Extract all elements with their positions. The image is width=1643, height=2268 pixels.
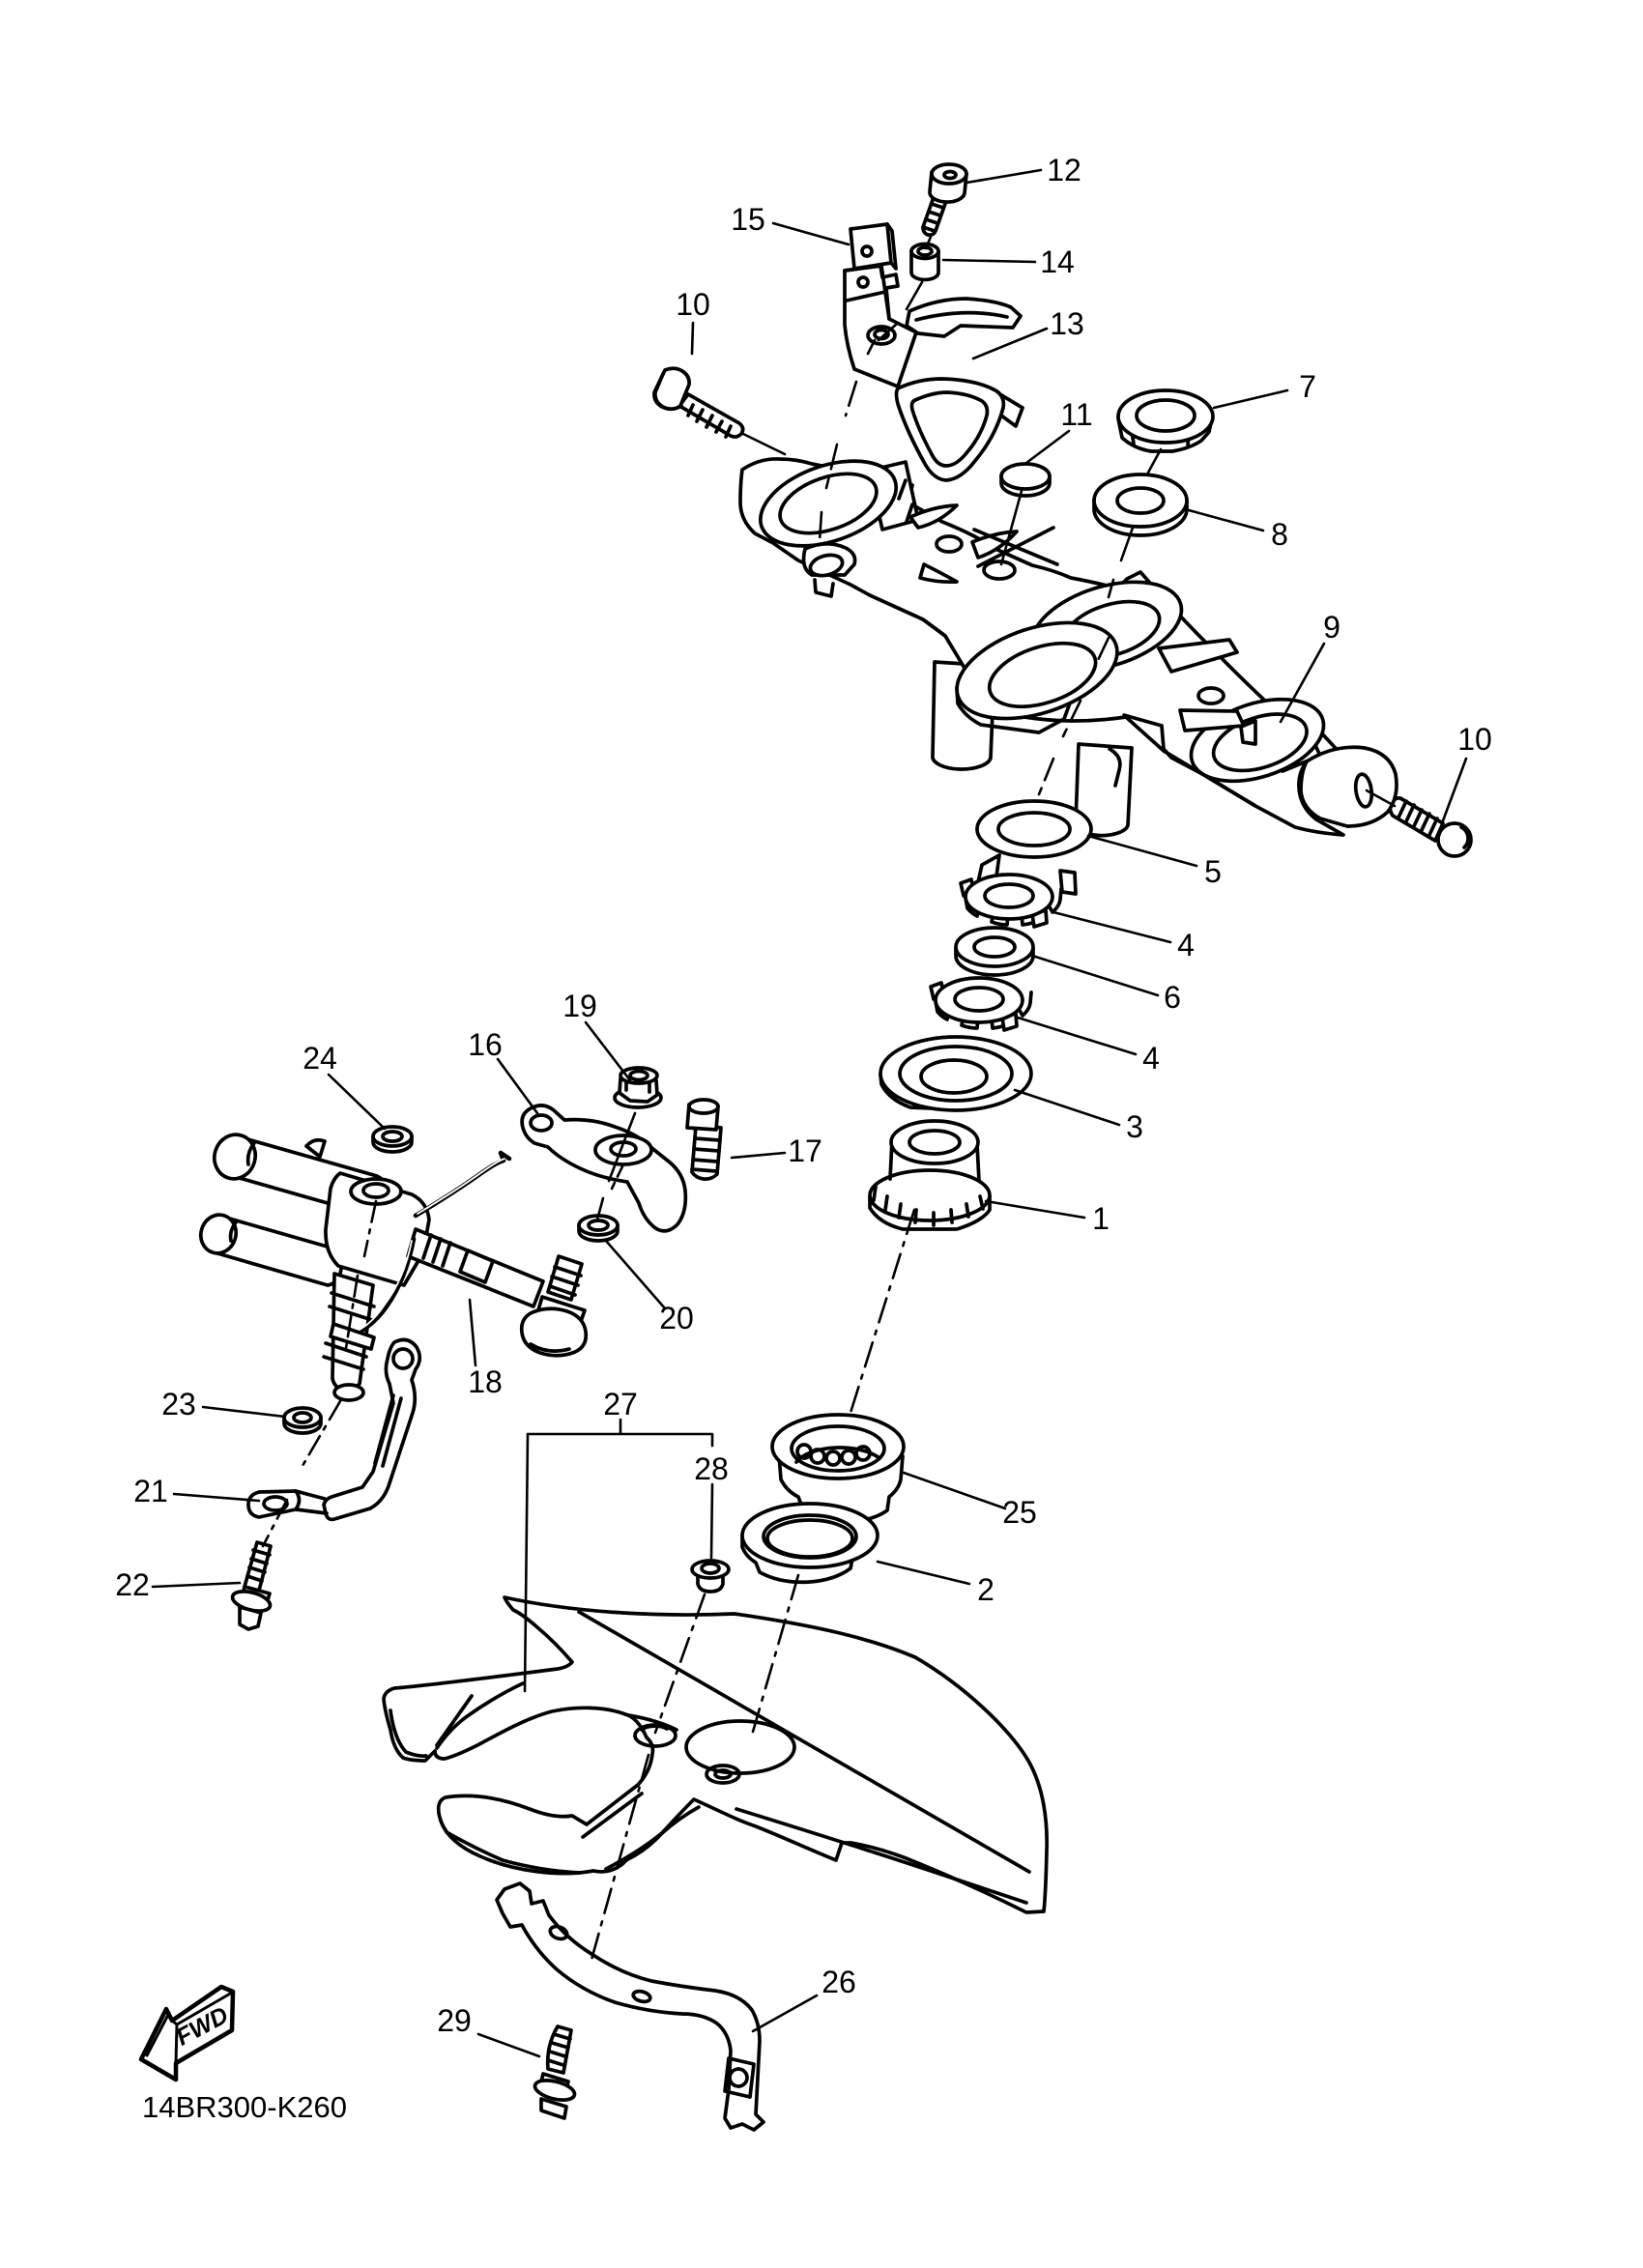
svg-text:5: 5 bbox=[1204, 854, 1222, 889]
svg-text:10: 10 bbox=[676, 287, 710, 322]
svg-text:11: 11 bbox=[1060, 397, 1092, 432]
svg-text:28: 28 bbox=[694, 1451, 729, 1486]
svg-text:4: 4 bbox=[1177, 928, 1195, 962]
svg-text:2: 2 bbox=[977, 1572, 994, 1607]
svg-text:1: 1 bbox=[1092, 1201, 1110, 1236]
svg-text:25: 25 bbox=[1002, 1495, 1037, 1530]
svg-text:27: 27 bbox=[603, 1387, 638, 1421]
svg-text:16: 16 bbox=[468, 1027, 503, 1062]
svg-text:18: 18 bbox=[468, 1364, 503, 1399]
svg-text:10: 10 bbox=[1457, 722, 1492, 757]
svg-text:9: 9 bbox=[1323, 610, 1340, 645]
svg-text:22: 22 bbox=[115, 1567, 150, 1602]
svg-text:24: 24 bbox=[303, 1041, 337, 1076]
svg-text:7: 7 bbox=[1299, 369, 1316, 404]
svg-text:23: 23 bbox=[161, 1387, 196, 1421]
svg-text:13: 13 bbox=[1050, 306, 1084, 341]
svg-text:29: 29 bbox=[437, 2003, 472, 2038]
svg-text:17: 17 bbox=[788, 1134, 822, 1168]
svg-text:26: 26 bbox=[822, 1965, 856, 1999]
svg-text:21: 21 bbox=[133, 1474, 168, 1508]
svg-text:19: 19 bbox=[562, 989, 597, 1023]
svg-text:8: 8 bbox=[1271, 517, 1288, 552]
svg-text:6: 6 bbox=[1164, 980, 1181, 1015]
svg-text:12: 12 bbox=[1047, 153, 1081, 187]
svg-text:14BR300-K260: 14BR300-K260 bbox=[142, 2090, 347, 2124]
svg-text:3: 3 bbox=[1126, 1109, 1143, 1144]
svg-text:20: 20 bbox=[659, 1301, 694, 1335]
svg-text:15: 15 bbox=[731, 202, 765, 237]
svg-text:4: 4 bbox=[1142, 1041, 1160, 1076]
svg-text:14: 14 bbox=[1040, 244, 1075, 279]
